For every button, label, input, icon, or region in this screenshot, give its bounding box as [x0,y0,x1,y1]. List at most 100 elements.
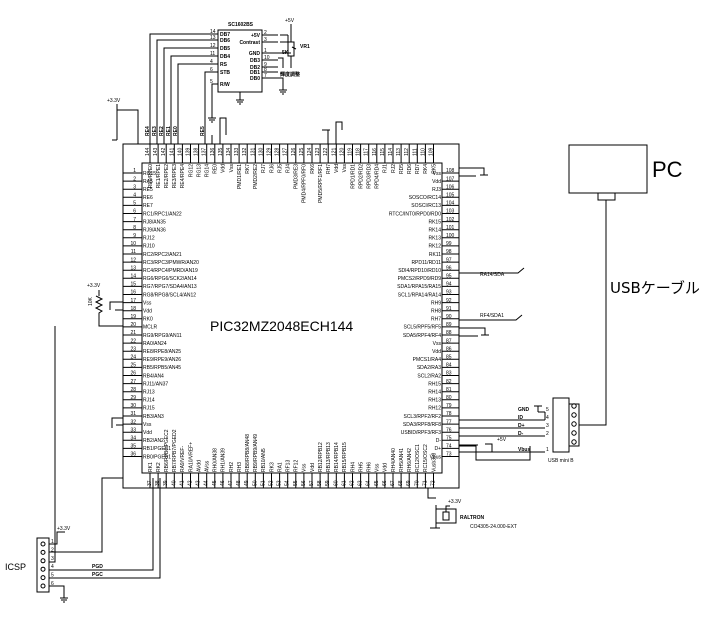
chip-pin-label: RPD2/RD2 [358,164,364,189]
chip-pin-label: RJ14 [143,398,155,404]
lcd-pin-number: 12 [210,43,216,49]
chip-pin-number: 139 [186,147,192,156]
chip-pin-label: D+ [434,446,441,452]
chip-pin-number: 115 [380,148,386,156]
chip-pin-number: 131 [250,147,256,156]
icsp-mclr-wire [49,326,56,563]
chip-pin-number: 105 [446,193,455,199]
chip-pin-label: RE7 [143,203,153,209]
chip-pin-label: RH6/AN42 [407,448,413,472]
pullup-value: 10K [88,296,94,306]
chip-pin-label: RC2/RPC2/AN21 [143,252,182,258]
chip-pin-number: 63 [358,480,364,486]
chip-pin-number: 102 [446,217,455,223]
ra14-wire [459,267,525,274]
chip-pin-label: RJ9/AN36 [143,228,166,234]
chip-pin-label: Vss [302,463,308,472]
chip-pin-label: RH5/AN41 [399,448,405,472]
chip-pin-number: 120 [339,147,345,156]
chip-pin-number: 20 [130,322,136,328]
chip-top-pins: 144RE0/RPE0143RE1/RPE1142RE2/RPE2141RE3/… [145,144,437,203]
icsp-pin-number: 6 [51,581,54,587]
left-vdd-vss-wire [109,301,123,428]
lcd-pin-number: 1 [264,48,267,54]
chip-pin-label: RE1/RPE1 [156,164,162,188]
pc: PC [568,144,683,201]
usb-id-wire [459,412,546,421]
icsp-pin-contact [40,541,46,547]
chip-pin-number: 111 [412,148,418,156]
chip-pin-label: RJ8/AN35 [143,219,166,225]
chip-pin-label: RK0 [143,317,153,323]
chip-pin-number: 113 [396,148,402,156]
chip-pin-label: RK3 [269,462,275,472]
chip-pin-label: RJ13 [143,390,155,396]
chip-pin-label: RE9/RPE9/AN26 [143,357,181,363]
chip-pin-number: 37 [147,480,153,486]
chip-pin-number: 56 [301,480,307,486]
chip-pin-number: 87 [446,338,452,344]
v33-top-wire [112,104,139,144]
icsp-pin-contact [40,566,46,572]
chip-pin-number: 118 [356,148,362,156]
chip-pin-number: 45 [212,480,218,486]
chip-pin-number: 6 [133,209,136,215]
chip-pin-label: USBID/RPF3/RF3 [401,430,442,436]
chip-pin-number: 4 [133,193,136,199]
pc-box [568,144,648,194]
chip-pin-label: RG8/RPG8/SCL4/AN12 [143,292,196,298]
crystal-part: CO4305-24.000-EXT [470,524,517,530]
chip-pin-number: 124 [307,147,313,156]
net-ra14-sda: RA14/SDA [480,272,505,278]
chip-pin-label: Vdd [310,463,316,472]
wire-db5 [163,47,218,144]
chip-pin-label: RC1/RPC1/AN22 [143,211,182,217]
chip-pin-label: RB0/PGED1 [143,454,171,460]
chip-pin-number: 68 [398,480,404,486]
usb-gnd-wire [534,405,545,413]
usb-cable-wire [579,200,607,426]
chip-pin-number: 58 [317,480,323,486]
lcd-supply-wire [280,24,292,42]
chip-pin-number: 42 [188,480,194,486]
right-mid-vss [459,327,489,337]
chip-pin-label: RK14 [428,228,441,234]
usb-connector [552,397,570,453]
lcd-pin-number: 9 [264,62,267,68]
chip-pin-number: 140 [177,147,183,156]
lcd-pin-label: R/W [220,82,230,88]
usb-pin-number: 1 [546,447,549,453]
chip-pin-number: 123 [315,147,321,156]
chip-pin-number: 77 [446,419,452,425]
chip-pin-number: 14 [130,274,136,280]
chip-pin-label: RG6/RPG6/SCK2/AN14 [143,276,197,282]
lcd-pin-number: 14 [210,29,216,35]
chip-pin-number: 86 [446,346,452,352]
lcd-pin-number: 3 [264,37,267,43]
chip-pin-label: Vdd [221,164,227,173]
chip-pin-number: 67 [390,480,396,486]
crystal-oscillator: +3.3V RALTRON CO4305-24.000-EXT [427,488,517,530]
chip-pin-label: PMD2/RE2 [253,164,259,189]
chip-pin-number: 135 [218,147,224,156]
chip-pin-number: 25 [130,363,136,369]
chip-pin-number: 28 [130,387,136,393]
pc-label: PC [652,157,683,182]
icsp-body [36,537,50,593]
chip-pin-label: RJ7 [261,164,267,173]
chip-pin-number: 62 [350,480,356,486]
chip-inner-frame [141,162,443,474]
lcd-pin-label: Contrast [239,40,260,46]
wire-db4 [170,55,218,144]
chip-pin-number: 32 [130,419,136,425]
lcd-pin-label: DB0 [250,76,260,82]
icsp-label: ICSP [5,562,26,572]
chip-pin-label: RH9 [431,300,441,306]
chip-pin-label: PMD1/RE1 [237,164,243,189]
chip-pin-label: RK13 [428,236,441,242]
lcd-pin-number: 5 [210,79,213,85]
chip-pin-label: Vss [143,300,152,306]
